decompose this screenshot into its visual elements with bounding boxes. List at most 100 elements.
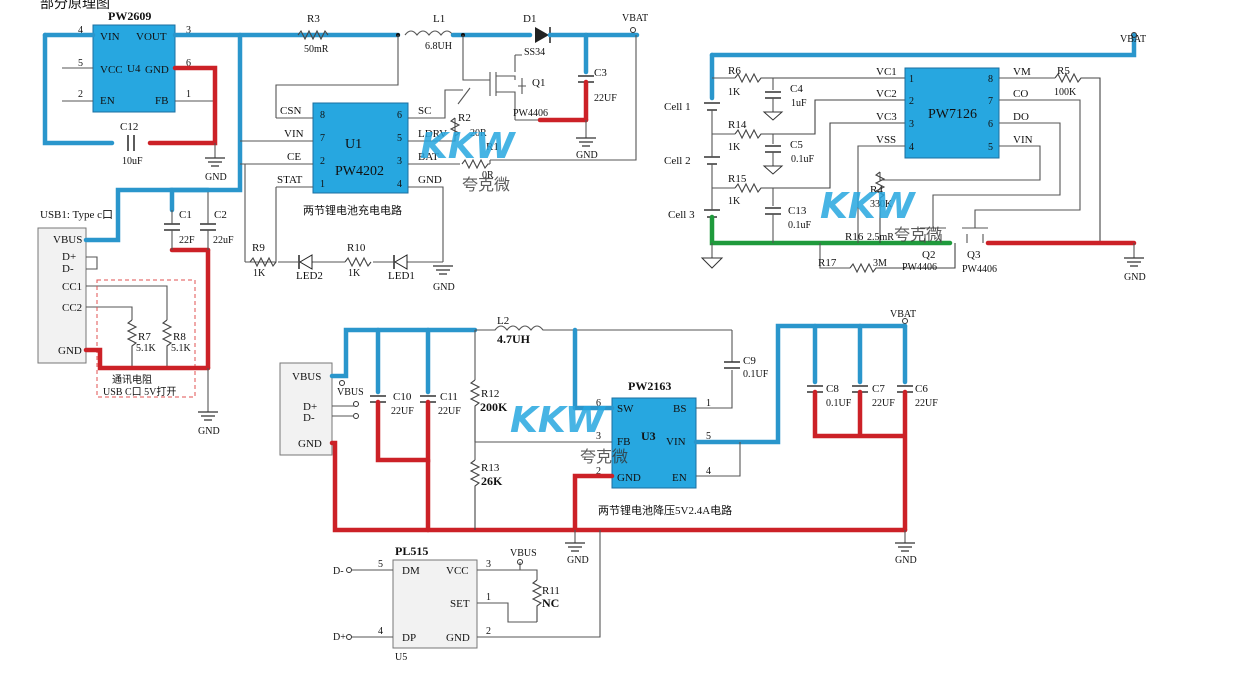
r2-label: R2 [458,112,471,124]
wire-vbat [812,323,908,385]
r5-resistor [1054,72,1101,243]
q2-mosfet [920,227,946,243]
u1-pin-ce: CE [287,151,301,163]
r13-label: R13 [481,462,500,474]
gnd-label: GND [576,150,598,161]
l1-value: 6.8UH [425,41,452,52]
u5-title: PL515 [395,544,428,558]
u5-net-dm: D- [333,566,344,577]
gnd-label: GND [198,426,220,437]
r3-label: R3 [307,13,320,25]
vbat-terminal [1131,32,1137,38]
u5-pn: 1 [486,592,491,603]
pw7126-pin-co: CO [1013,88,1028,100]
c13-symbol [765,207,781,215]
r16-value: 2.5mR [867,232,894,243]
u4-pn-1: 1 [186,89,191,100]
u1-pin-gnd: GND [418,174,442,186]
wire-gnd [572,473,615,533]
pw7126-chip [904,67,1000,159]
u4-title: PW2609 [108,9,151,23]
u4-pn-5: 5 [78,58,83,69]
vbus-terminal [517,559,523,565]
q3-mosfet [962,227,988,243]
ground-symbol [576,137,596,147]
ground-symbol [1124,257,1144,267]
c12-label: C12 [120,121,138,133]
gnd-label: GND [1124,272,1146,283]
pw7126-name: PW7126 [928,107,977,122]
u5-pin-vcc: VCC [446,565,469,577]
r13-resistor [469,459,481,530]
wire [462,35,490,81]
r11-resistor [531,579,543,622]
u5-ref: U5 [395,652,407,663]
vbus-terminal [339,380,345,386]
r17-label: R17 [818,257,837,269]
vbat-terminal [902,318,908,324]
led1-label: LED1 [388,270,415,282]
u3-pin-fb: FB [617,436,630,448]
c13-value: 0.1uF [788,220,812,231]
c3-label: C3 [594,67,607,79]
u4-pin-gnd: GND [145,64,169,76]
usb1-pin-cc2: CC2 [62,302,82,314]
u5-pin-gnd: GND [446,632,470,644]
comm-resistor-box [96,279,196,398]
dm-pin: D- [303,412,315,424]
gnd-label: GND [205,172,227,183]
ground-symbol [762,165,784,175]
vbat-terminal [630,27,636,33]
vbus-connector [279,362,333,456]
wire-ldrv [408,118,456,142]
q1-mosfet [489,72,516,96]
u5-pin-dp: DP [402,632,416,644]
c6-value: 22UF [915,398,938,409]
u1-name: PW4202 [335,164,384,179]
c8-value: 0.1UF [826,398,852,409]
r15-resistor [734,122,905,194]
u1-chip [312,102,409,194]
wire-gnd [329,440,908,533]
u1-pn: 4 [397,179,402,190]
c11-value: 22UF [438,406,461,417]
r1-value: 0R [482,170,494,181]
pw7126-pin-vm: VM [1013,66,1031,78]
u5-pn: 3 [486,559,491,570]
wire [352,569,393,638]
c9-value: 0.1UF [743,369,769,380]
c4-label: C4 [790,83,803,95]
c3-value: 22UF [594,93,617,104]
c2-value: 22uF [213,235,234,246]
u5-chip [392,559,478,649]
r10-resistor [344,256,372,268]
u3-pin-vin: VIN [666,436,686,448]
u5-vbus-label: VBUS [510,548,537,559]
ground-symbol [198,411,218,421]
wire-vbus [42,32,115,146]
u1-pn: 8 [320,110,325,121]
wire-set [477,602,537,623]
r8-value: 5.1K [171,343,192,354]
r12-value: 200K [480,400,508,414]
gnd-label: GND [895,555,917,566]
wire-cc1 [86,285,168,320]
pw7126-pin-vc3: VC3 [876,111,897,123]
d1-diode [535,27,549,43]
wire-vbus [375,327,431,395]
wire-gnd [812,389,908,533]
r1-resistor [461,158,490,170]
c5-value: 0.1uF [791,154,815,165]
pw7126-pn: 8 [988,74,993,85]
l2-inductor [475,325,732,331]
r12-label: R12 [481,388,499,400]
vbus-net-label: VBUS [337,387,364,398]
d1-value: SS34 [524,47,545,58]
q1-mosfet [514,55,526,120]
r17-resistor [849,243,956,274]
u1-pn: 1 [320,179,325,190]
pw7126-pn: 2 [909,96,914,107]
watermark-text: 夸克微 [580,447,628,466]
vbat-label: VBAT [622,13,648,24]
u3-pn: 2 [596,466,601,477]
